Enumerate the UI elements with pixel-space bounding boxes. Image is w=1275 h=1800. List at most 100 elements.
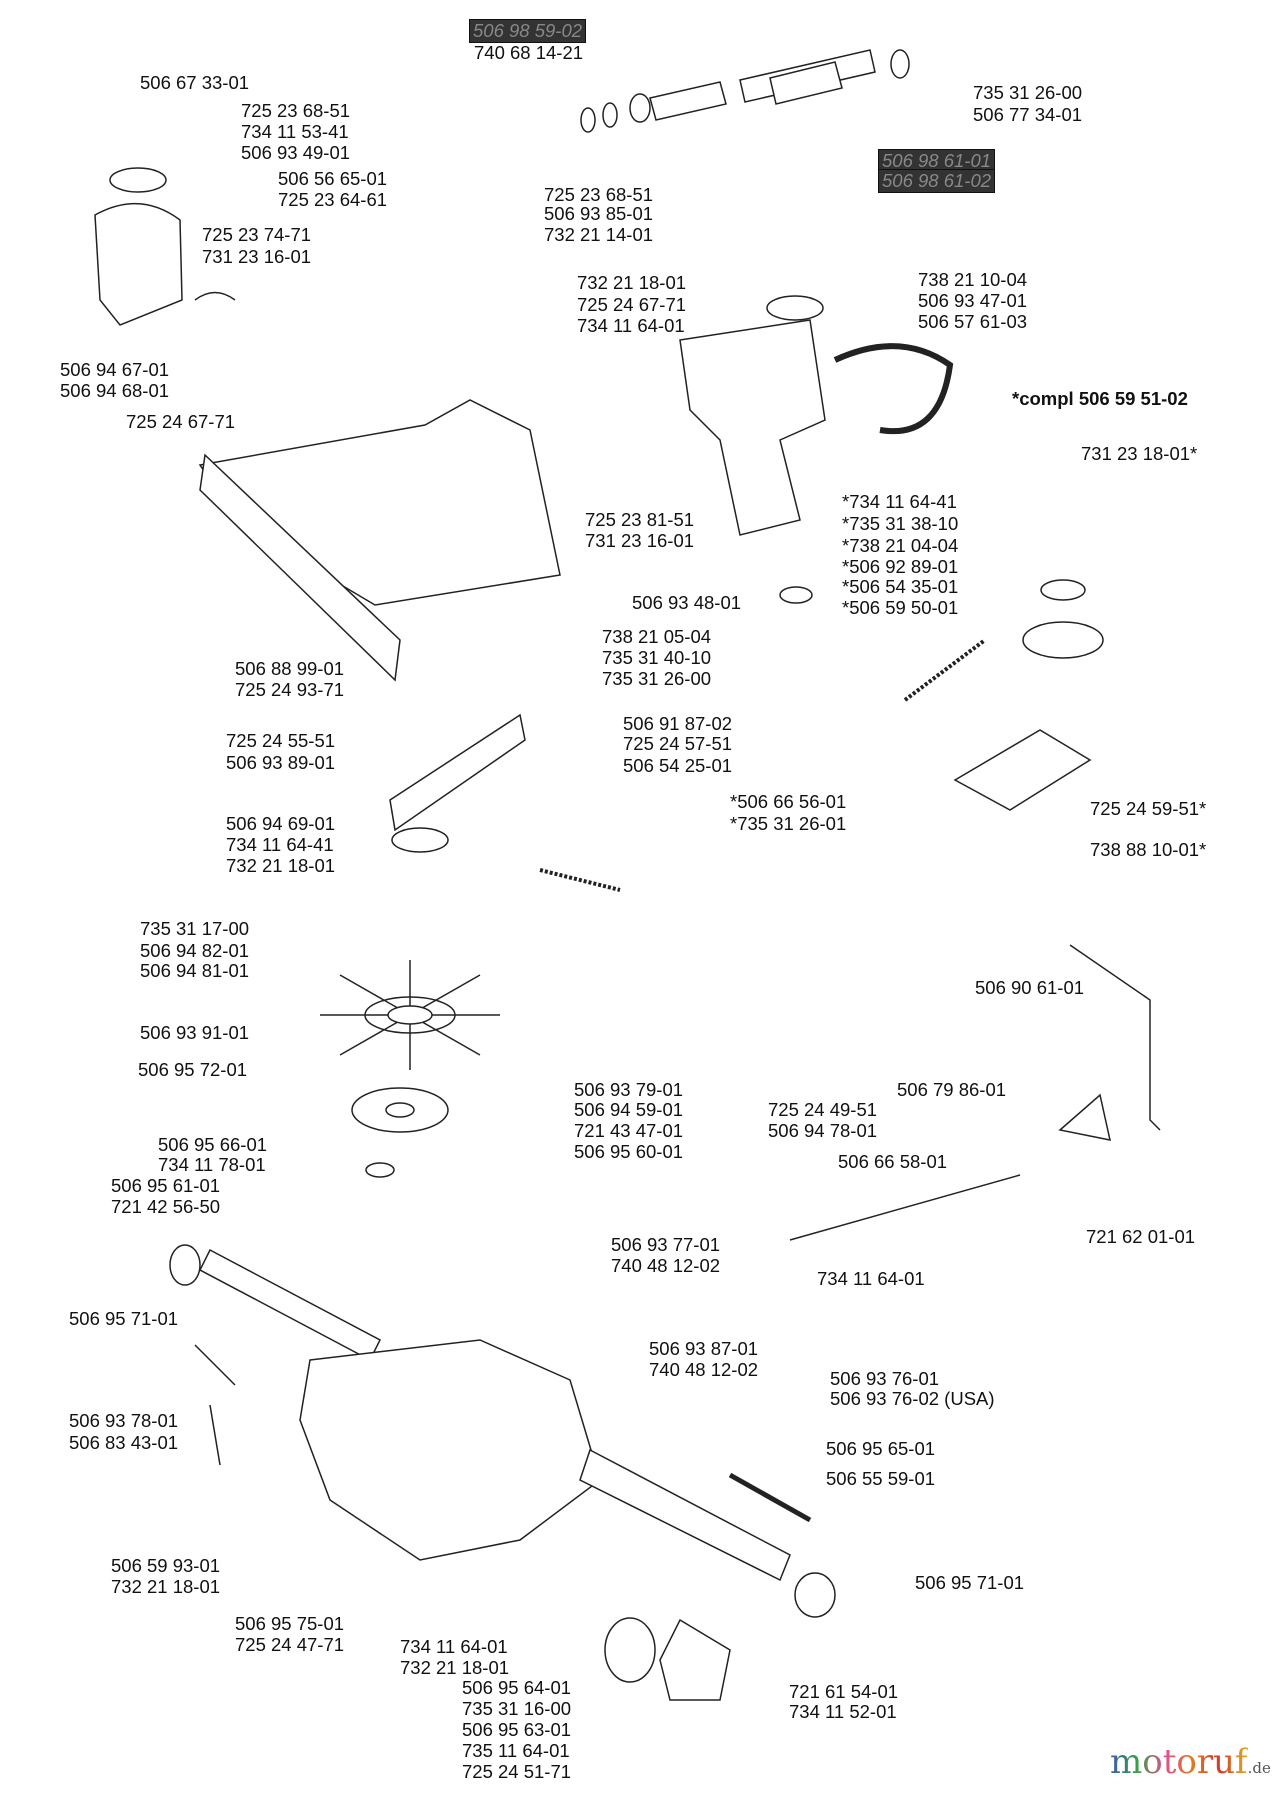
idler-pulleys: [389, 579, 1104, 853]
part-label: *734 11 64-41: [842, 491, 957, 512]
fan: [320, 960, 500, 1070]
part-label: 506 88 99-01: [235, 658, 345, 679]
part-label: 506 94 81-01: [140, 960, 250, 981]
part-label: 725 23 81-51: [585, 509, 695, 530]
part-label: *506 59 50-01: [842, 597, 959, 618]
part-label: 506 94 78-01: [768, 1120, 878, 1141]
transaxle: [169, 1244, 836, 1618]
part-label: 732 21 18-01: [226, 855, 336, 876]
brake-assembly: [604, 1617, 731, 1701]
part-label: 725 24 67-71: [126, 411, 236, 432]
part-label: 506 91 87-02: [623, 713, 733, 734]
part-label: *506 92 89-01: [842, 556, 959, 577]
part-label: 721 62 01-01: [1086, 1226, 1196, 1247]
part-label: 506 93 91-01: [140, 1022, 250, 1043]
part-label: 506 93 49-01: [241, 142, 351, 163]
part-label: 732 21 18-01: [577, 272, 687, 293]
part-label: 734 11 52-01: [789, 1701, 897, 1722]
part-label: 725 24 93-71: [235, 679, 345, 700]
part-label: 725 23 74-71: [202, 224, 312, 245]
front-frame: [198, 399, 561, 682]
part-label: 506 93 48-01: [632, 592, 742, 613]
part-label: 506 93 87-01: [649, 1338, 759, 1359]
logo-suffix: .de: [1247, 1759, 1271, 1777]
part-label: 506 95 64-01: [462, 1677, 572, 1698]
part-label: 725 24 47-71: [235, 1634, 345, 1655]
part-label: 738 88 10-01*: [1090, 839, 1207, 860]
part-label: 735 11 64-01: [462, 1740, 570, 1761]
part-label: 731 23 18-01*: [1081, 443, 1198, 464]
part-label: 731 23 16-01: [202, 246, 312, 267]
bracket: [679, 295, 954, 536]
part-label: 506 79 86-01: [897, 1079, 1007, 1100]
part-label: 735 31 16-00: [462, 1698, 572, 1719]
part-label: 721 61 54-01: [789, 1681, 899, 1702]
part-label: 506 83 43-01: [69, 1432, 179, 1453]
compl-note: *compl 506 59 51-02: [1012, 388, 1188, 409]
shaft-assembly: [580, 49, 910, 133]
part-label: 725 24 59-51*: [1090, 798, 1207, 819]
part-label: 506 95 75-01: [235, 1613, 345, 1634]
part-label: 506 67 33-01: [140, 72, 250, 93]
part-label: 506 94 67-01: [60, 359, 170, 380]
part-label: *506 54 35-01: [842, 576, 959, 597]
part-label: 506 59 93-01: [111, 1555, 221, 1576]
part-label: 506 95 72-01: [138, 1059, 248, 1080]
part-label: 735 31 40-10: [602, 647, 712, 668]
part-label: 734 11 78-01: [158, 1154, 266, 1175]
part-label-highlighted: 506 98 59-02: [468, 19, 587, 43]
part-label: *735 31 26-01: [730, 813, 847, 834]
part-label: 506 90 61-01: [975, 977, 1085, 998]
part-label: 738 21 05-04: [602, 626, 712, 647]
part-label-highlighted: 506 98 61-02: [877, 169, 996, 193]
part-label: 738 21 10-04: [918, 269, 1028, 290]
part-label: 735 31 17-00: [140, 918, 250, 939]
part-label: *506 66 56-01: [730, 791, 847, 812]
part-label: 725 24 55-51: [226, 730, 336, 751]
part-label: 506 95 63-01: [462, 1719, 572, 1740]
part-label: 506 95 65-01: [826, 1438, 936, 1459]
part-label: 506 93 85-01: [544, 203, 654, 224]
part-label: 506 95 71-01: [915, 1572, 1025, 1593]
part-label: 725 24 49-51: [768, 1099, 878, 1120]
part-label: 725 23 68-51: [241, 100, 351, 121]
part-label: *735 31 38-10: [842, 513, 959, 534]
part-label: 740 48 12-02: [649, 1359, 759, 1380]
part-label: 506 57 61-03: [918, 311, 1028, 332]
part-label: 506 93 47-01: [918, 290, 1028, 311]
part-label: 506 93 89-01: [226, 752, 336, 773]
part-label: 735 31 26-00: [973, 82, 1083, 103]
part-label: 735 31 26-00: [602, 668, 712, 689]
part-label: 734 11 64-41: [226, 834, 334, 855]
part-label: 506 54 25-01: [623, 755, 733, 776]
part-label: 725 24 51-71: [462, 1761, 572, 1782]
motoruf-logo: motoruf.de: [1110, 1742, 1271, 1782]
part-label: 506 94 69-01: [226, 813, 336, 834]
part-label: 506 77 34-01: [973, 104, 1083, 125]
part-label: 740 48 12-02: [611, 1255, 721, 1276]
part-label: 506 93 76-01: [830, 1368, 940, 1389]
part-label: 721 42 56-50: [111, 1196, 221, 1217]
part-label: 506 95 71-01: [69, 1308, 179, 1329]
part-label: 732 21 14-01: [544, 224, 654, 245]
part-label: *738 21 04-04: [842, 535, 959, 556]
part-label: 725 24 67-71: [577, 294, 687, 315]
part-label: 506 93 76-02 (USA): [830, 1388, 995, 1409]
part-label: 506 56 65-01: [278, 168, 388, 189]
part-label: 506 94 68-01: [60, 380, 170, 401]
control-rods: [194, 944, 1161, 1466]
fuel-tank: [94, 167, 236, 326]
part-label: 506 94 82-01: [140, 940, 250, 961]
part-label: 725 23 68-51: [544, 184, 654, 205]
part-label: 734 11 53-41: [241, 121, 349, 142]
logo-text: motoruf: [1110, 1742, 1248, 1782]
part-label: 506 93 77-01: [611, 1234, 721, 1255]
part-label: 740 68 14-21: [474, 42, 584, 63]
part-label: 721 43 47-01: [574, 1120, 684, 1141]
part-label: 725 23 64-61: [278, 189, 388, 210]
part-label: 731 23 16-01: [585, 530, 695, 551]
part-label: 506 66 58-01: [838, 1151, 948, 1172]
part-label: 506 93 79-01: [574, 1079, 684, 1100]
